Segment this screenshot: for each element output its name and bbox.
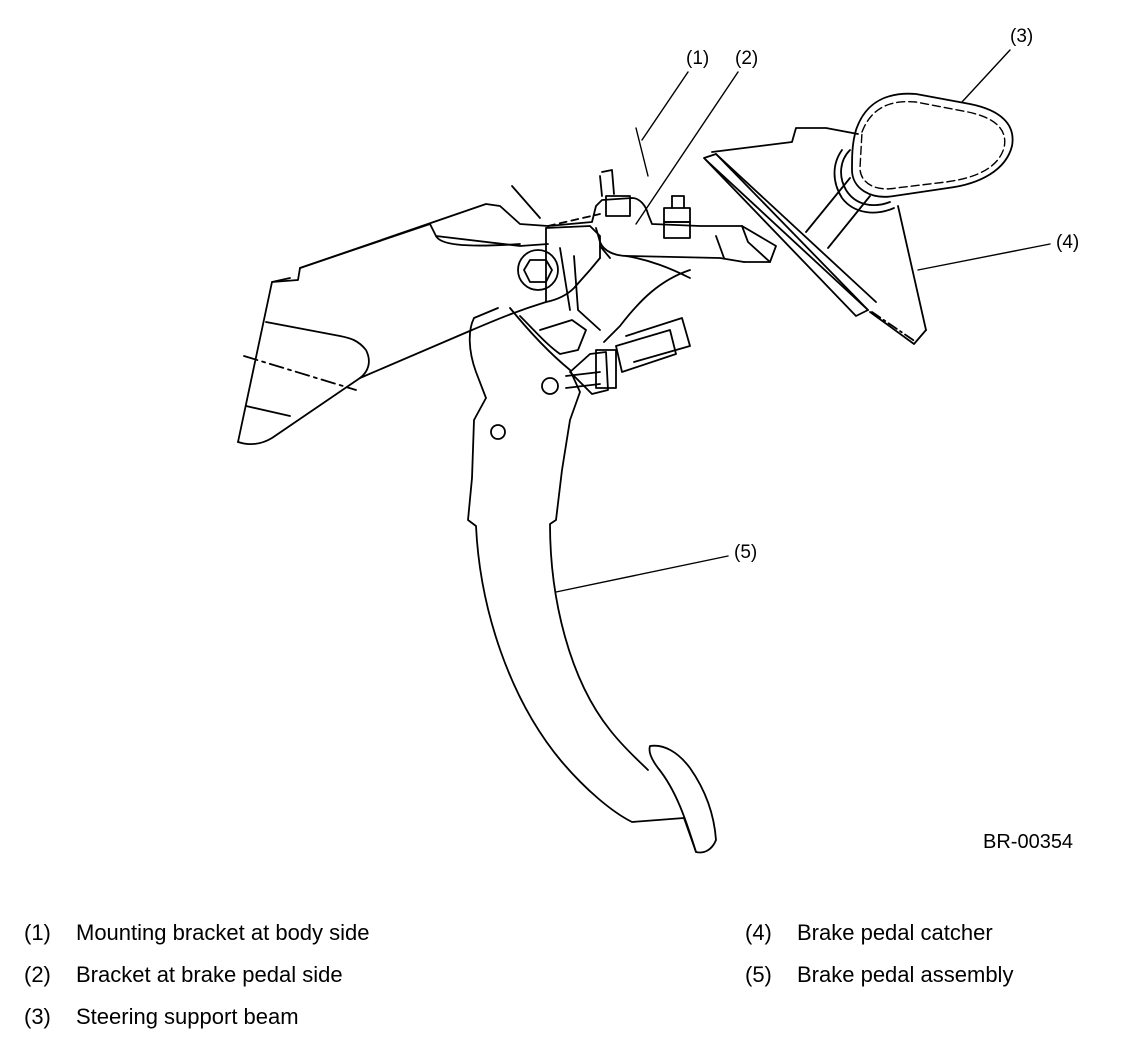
figure-id: BR-00354: [983, 831, 1073, 853]
legend-label: Mounting bracket at body side: [76, 920, 370, 945]
callout-5: (5): [734, 542, 757, 563]
legend-item: (2) Bracket at brake pedal side: [24, 962, 343, 988]
legend-item: (1) Mounting bracket at body side: [24, 920, 370, 946]
legend-item: (3) Steering support beam: [24, 1004, 299, 1030]
legend-item: (5) Brake pedal assembly: [745, 962, 1013, 988]
legend-number: (5): [745, 962, 772, 987]
bracket-pedal-side: [547, 169, 777, 343]
mounting-bracket-body-side: [237, 185, 549, 445]
leader-line-1: [641, 71, 689, 141]
callout-1: (1): [686, 48, 709, 69]
callout-3: (3): [1010, 26, 1033, 47]
legend-number: (3): [24, 1004, 51, 1029]
callout-2: (2): [735, 48, 758, 69]
legend-number: (1): [24, 920, 51, 945]
brake-pedal-arm: [467, 307, 717, 854]
legend-label: Steering support beam: [76, 1004, 299, 1029]
callout-4: (4): [1056, 232, 1079, 253]
steering-support-beam: [851, 92, 1014, 198]
legend-item: (4) Brake pedal catcher: [745, 920, 993, 946]
legend-label: Brake pedal catcher: [797, 920, 993, 945]
leader-line-5: [555, 555, 729, 593]
pedal-pivot: [517, 225, 601, 331]
leader-line-3: [961, 49, 1011, 103]
brake-pedal-diagram: (1) (2) (3) (4) (5) BR-00354: [237, 26, 1079, 854]
legend-label: Brake pedal assembly: [797, 962, 1014, 987]
leader-line-4: [917, 243, 1051, 271]
brake-pedal-catcher: [703, 127, 927, 345]
legend-number: (2): [24, 962, 51, 987]
leader-lines: [555, 49, 1051, 593]
leader-line-2: [635, 71, 739, 225]
stop-light-switch: [565, 317, 691, 395]
legend-label: Bracket at brake pedal side: [76, 962, 343, 987]
legend-number: (4): [745, 920, 772, 945]
